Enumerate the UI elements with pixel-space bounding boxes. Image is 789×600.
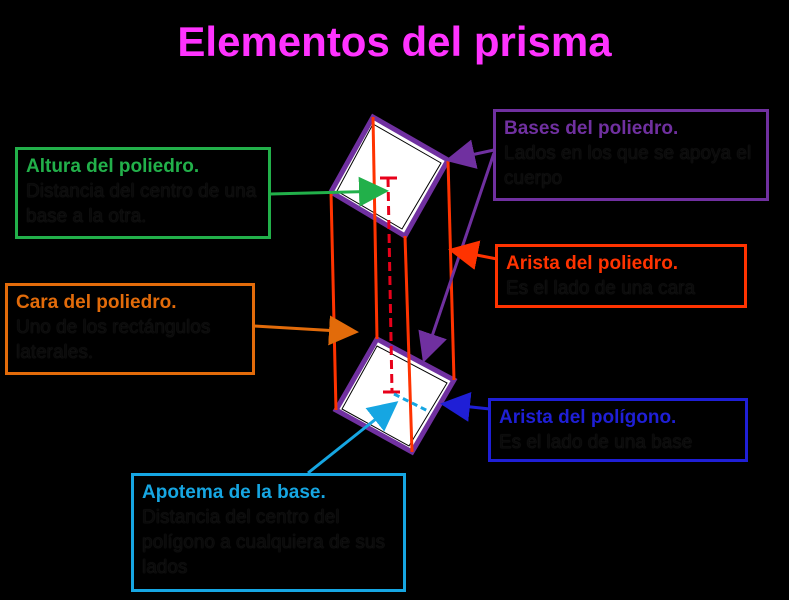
arrow-arista-poligono (440, 391, 491, 422)
label-bases-desc: Lados en los que se apoya el cuerpo (504, 143, 752, 189)
label-altura: Altura del poliedro. Distancia del centr… (15, 147, 271, 239)
arrow-altura (269, 176, 389, 207)
arrow-arista-poliedro (448, 240, 498, 270)
label-cara-title: Cara del poliedro. (16, 292, 177, 313)
arrow-cara (253, 315, 359, 346)
label-cara-desc: Uno de los rectángulos laterales. (16, 317, 211, 363)
label-apotema-desc: Distancia del centro del polígono a cual… (142, 507, 385, 578)
label-altura-punct: . (193, 156, 200, 177)
label-arista-poligono: Arista del polígono. Es el lado de una b… (488, 398, 748, 462)
label-arista-poliedro: Arista del poliedro. Es el lado de una c… (495, 244, 747, 308)
label-bases: Bases del poliedro. Lados en los que se … (493, 109, 769, 201)
label-arista-poligono-desc: Es el lado de una base (499, 432, 693, 453)
label-apotema: Apotema de la base. Distancia del centro… (131, 473, 406, 592)
label-bases-title: Bases del poliedro (504, 118, 673, 139)
label-cara: Cara del poliedro. Uno de los rectángulo… (5, 283, 255, 375)
label-arista-poligono-title: Arista del polígono. (499, 407, 677, 428)
label-arista-poliedro-title: Arista del poliedro. (506, 253, 679, 274)
apothem-line (393, 392, 431, 414)
page-title: Elementos del prisma (177, 18, 612, 65)
label-arista-poliedro-desc: Es el lado de una cara (506, 278, 696, 299)
label-apotema-punct: . (320, 482, 326, 503)
prism-lateral-edges (329, 116, 456, 453)
label-altura-title: Altura del poliedro (26, 156, 194, 177)
label-apotema-title: Apotema de la base (142, 482, 321, 503)
label-altura-desc: Distancia del centro de una base a la ot… (26, 181, 257, 227)
arrow-apotema (307, 401, 399, 475)
label-bases-punct: . (672, 118, 679, 139)
arrow-bases-top (445, 139, 495, 169)
